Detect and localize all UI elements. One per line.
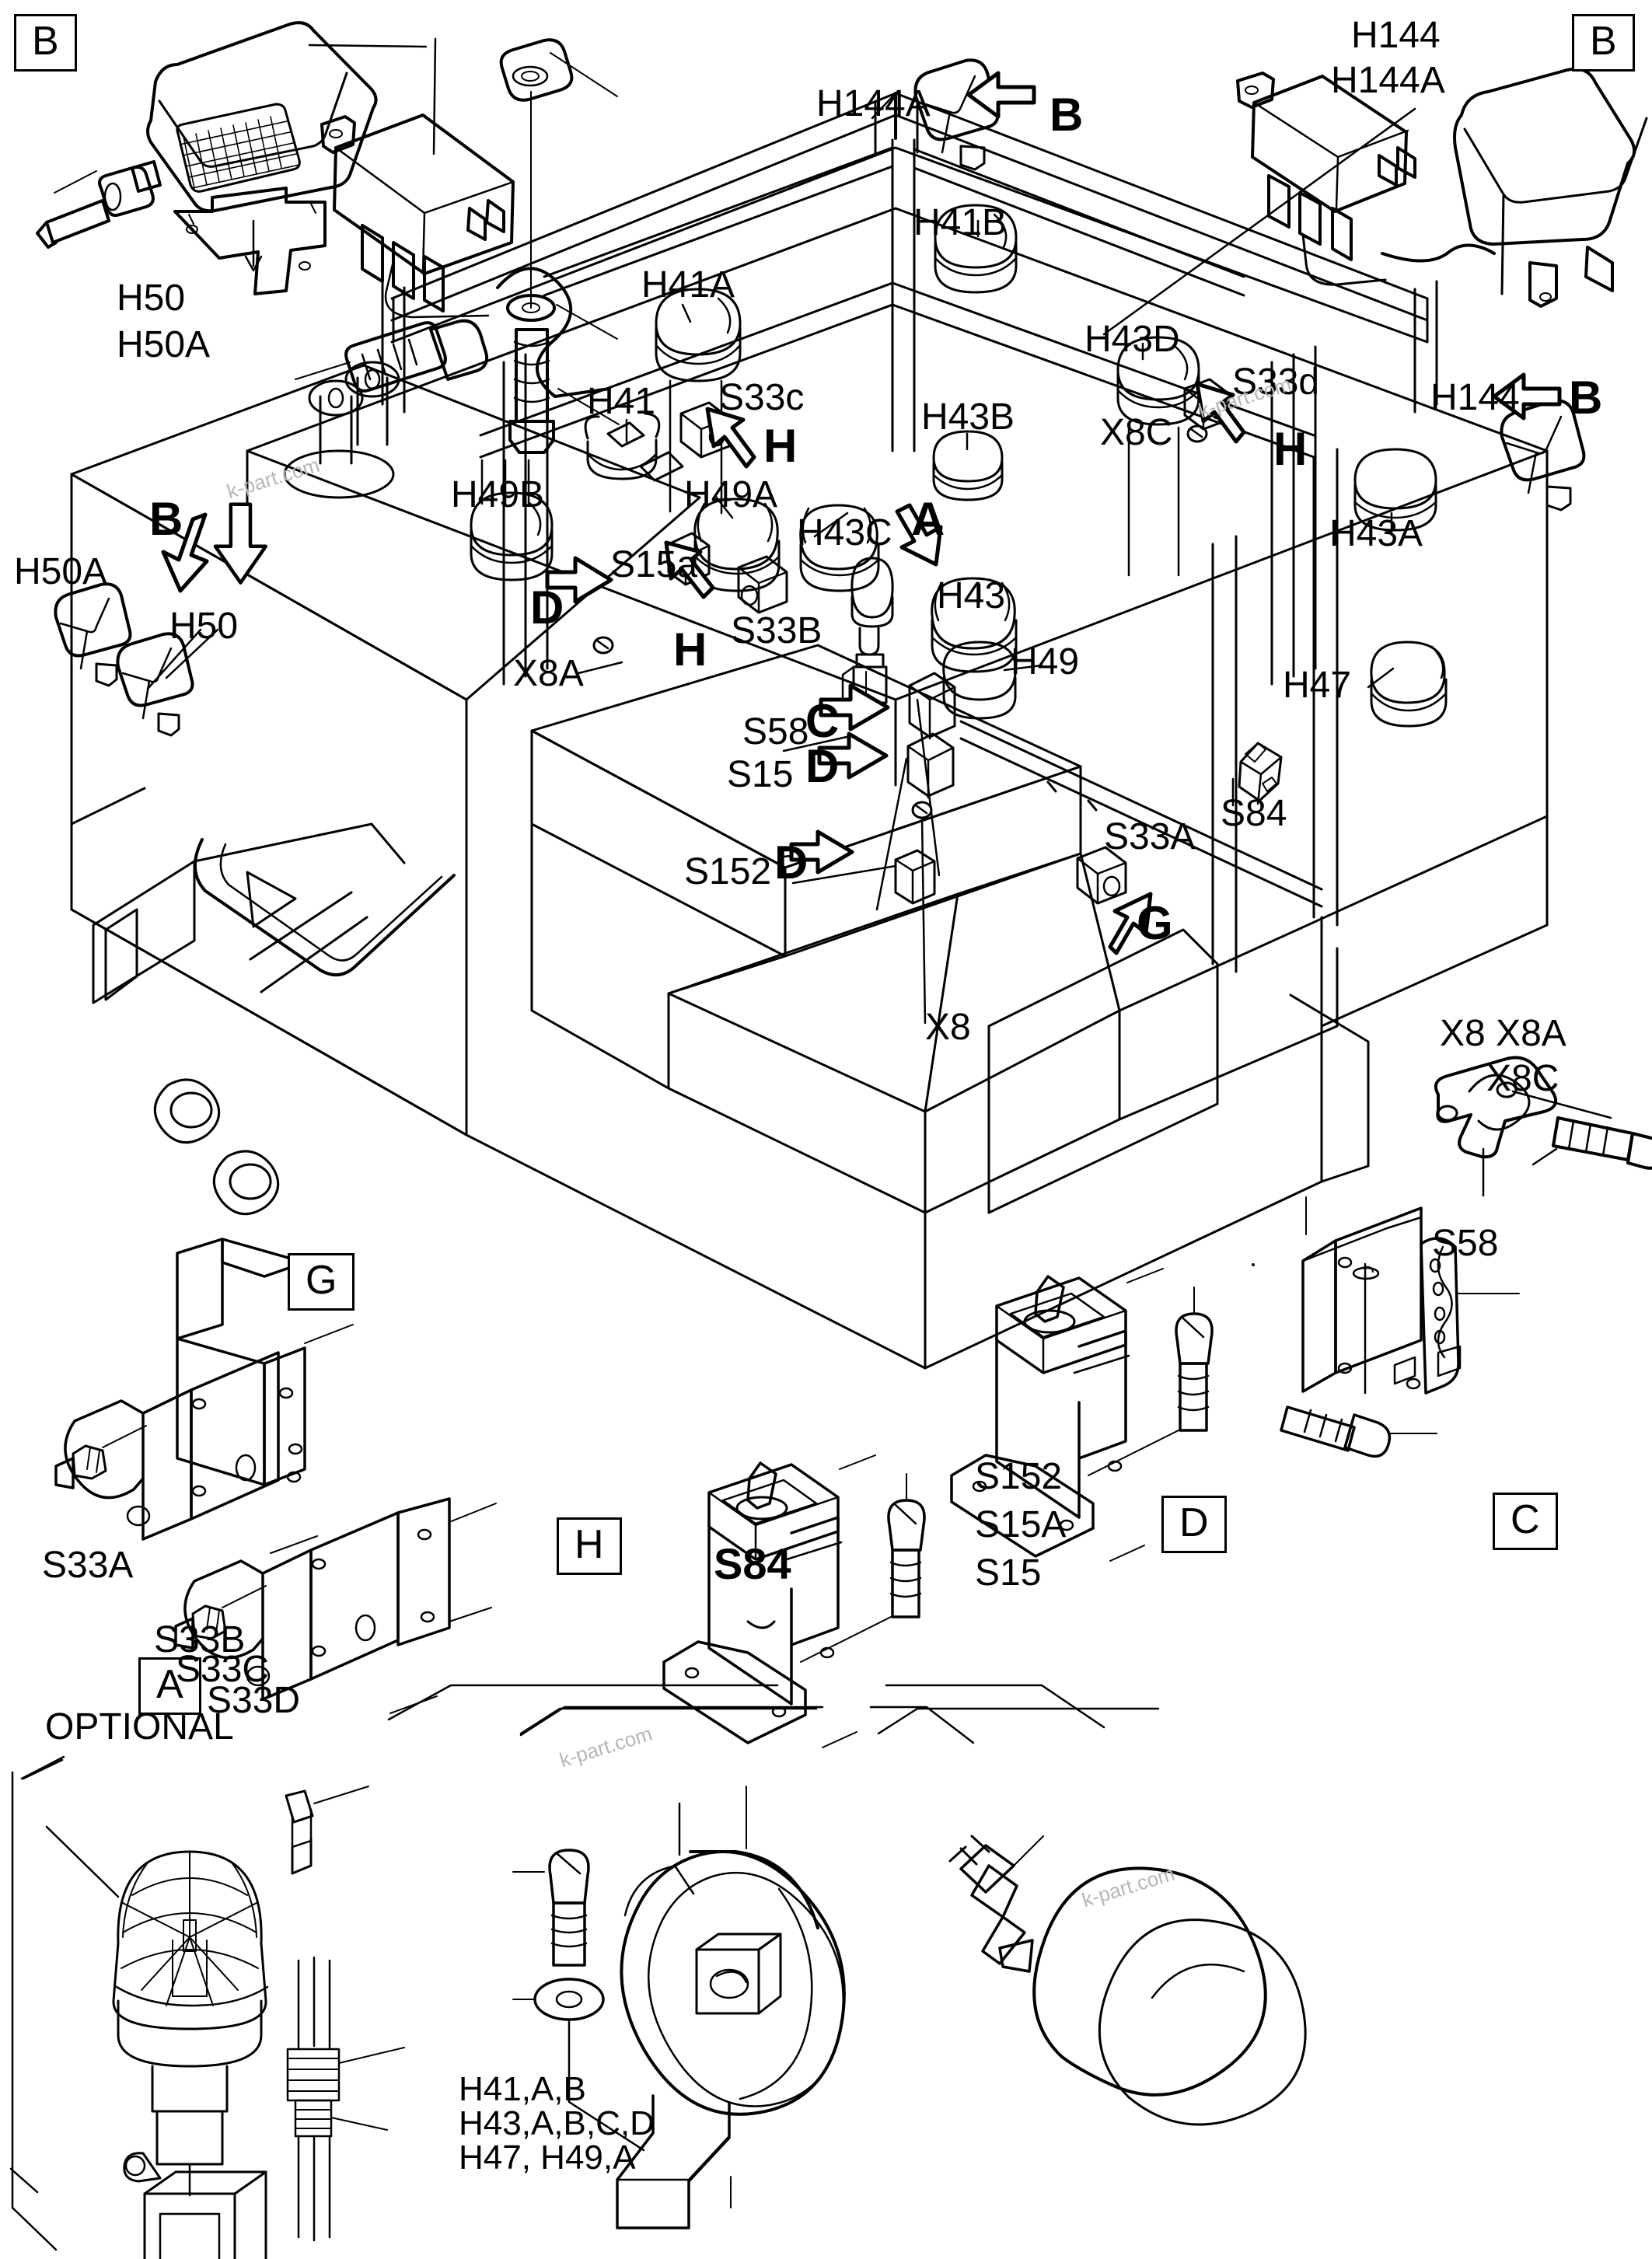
detail-s33bcd-h xyxy=(174,1497,497,1714)
callout-letter: C xyxy=(1493,1493,1558,1550)
label-h43c: H43C xyxy=(797,512,892,553)
label-s15a-main: S15a xyxy=(610,544,698,585)
label-h49: H49 xyxy=(1011,641,1080,683)
detail-x8-connector xyxy=(1434,1056,1652,1197)
detail-h50-lamp xyxy=(36,21,620,454)
label-d-callout-s152: D xyxy=(774,836,809,889)
label-h144-detail: H144 xyxy=(1351,15,1441,56)
page-crop-lines xyxy=(11,1684,1105,2251)
label-h50a-detail: H50A xyxy=(117,324,211,365)
detail-optional-beacon xyxy=(9,1758,405,2259)
label-h50-main: H50 xyxy=(169,606,239,647)
label-h43d: H43D xyxy=(1084,319,1180,360)
callout-letter: B xyxy=(14,14,77,72)
label-b-main-right: B xyxy=(1569,372,1603,424)
callout-letter: G xyxy=(288,1253,355,1311)
label-s152-detail: S152 xyxy=(975,1456,1063,1497)
label-b-callout-left: B xyxy=(149,493,183,545)
label-h49b: H49B xyxy=(451,474,545,515)
label-x8: X8 xyxy=(925,1007,971,1048)
label-h49a: H49A xyxy=(684,474,778,515)
roof-lamp-bodies xyxy=(470,204,1448,728)
label-s58-detail: S58 xyxy=(1432,1223,1499,1264)
label-a-callout: A xyxy=(911,493,945,545)
label-s84-detail: S84 xyxy=(714,1539,791,1588)
label-h-callout-mid: H xyxy=(673,623,707,676)
callout-box-b-topright: B xyxy=(1572,14,1635,72)
label-s15-main: S15 xyxy=(727,754,794,795)
callout-box-a-optional: A xyxy=(138,1657,201,1715)
detail-s33a-g xyxy=(54,1238,354,1554)
label-h41b: H41B xyxy=(913,202,1008,243)
label-c-callout: C xyxy=(805,695,840,747)
label-d-callout-s15a: D xyxy=(530,581,564,634)
label-s33a-main: S33A xyxy=(1104,816,1196,857)
callout-letter: D xyxy=(1161,1496,1227,1553)
label-s84-main: S84 xyxy=(1221,793,1287,834)
label-s152-main: S152 xyxy=(684,851,772,892)
detail-s152-d xyxy=(950,1268,1214,1562)
label-h43: H43 xyxy=(937,575,1006,616)
detail-s58-c xyxy=(1280,1196,1520,1458)
label-h144a-main: H144A xyxy=(816,83,931,124)
label-h47: H47 xyxy=(1283,665,1352,706)
callout-box-d: D xyxy=(1161,1496,1227,1553)
callout-letter: H xyxy=(557,1517,622,1575)
detail-h144-relay xyxy=(1102,67,1648,1266)
callout-box-h: H xyxy=(557,1517,622,1575)
callout-box-b-topleft: B xyxy=(14,14,77,72)
label-s58-main: S58 xyxy=(742,711,809,752)
label-s33a-detail: S33A xyxy=(42,1545,134,1586)
label-lamp-list-3: H47, H49,A xyxy=(459,2139,636,2177)
detail-s84 xyxy=(662,1454,926,1748)
label-optional: OPTIONAL xyxy=(45,1706,234,1747)
label-x8a: X8A xyxy=(513,653,584,694)
label-b-main-top: B xyxy=(1050,89,1084,141)
label-x8c-detail: X8C xyxy=(1486,1058,1559,1099)
label-h43a: H43A xyxy=(1329,513,1423,554)
callout-arrows xyxy=(161,71,1562,955)
label-s33c-detail: S33C xyxy=(176,1649,270,1690)
callout-letter: B xyxy=(1572,14,1635,72)
label-s33d-detail: S33D xyxy=(207,1680,301,1721)
label-h41a: H41A xyxy=(641,264,735,306)
label-s33c: S33c xyxy=(719,377,805,418)
cab-pin-detail xyxy=(283,361,400,499)
label-h144a-detail: H144A xyxy=(1331,60,1445,101)
label-lamp-list-2: H43,A,B,C,D xyxy=(459,2104,655,2142)
detail-horn-assembly xyxy=(512,1706,1307,2229)
label-s33b-detail: S33B xyxy=(154,1619,246,1660)
label-h41: H41 xyxy=(587,381,656,422)
label-d-callout-s15: D xyxy=(805,740,840,792)
label-h50a-main: H50A xyxy=(14,551,108,592)
label-h43b: H43B xyxy=(921,396,1015,438)
label-h144-main: H144 xyxy=(1430,377,1520,418)
label-s33b-main: S33B xyxy=(731,610,823,651)
callout-letter: A xyxy=(138,1657,201,1715)
callout-box-g: G xyxy=(288,1253,355,1311)
label-g-callout: G xyxy=(1137,897,1173,949)
leader-lines xyxy=(146,92,1395,1025)
label-s15-detail: S15 xyxy=(975,1552,1042,1594)
label-h-callout-right: H xyxy=(1273,423,1308,475)
label-x8c: X8C xyxy=(1100,412,1173,453)
label-h50-detail: H50 xyxy=(117,278,186,319)
label-h-callout-left: H xyxy=(763,420,798,472)
label-lamp-list-1: H41,A,B xyxy=(459,2070,586,2108)
label-s15a-detail: S15A xyxy=(975,1504,1067,1545)
label-s33d: S33d xyxy=(1232,361,1320,403)
label-x8-x8a-detail: X8 X8A xyxy=(1440,1013,1566,1054)
callout-box-c: C xyxy=(1493,1493,1558,1550)
